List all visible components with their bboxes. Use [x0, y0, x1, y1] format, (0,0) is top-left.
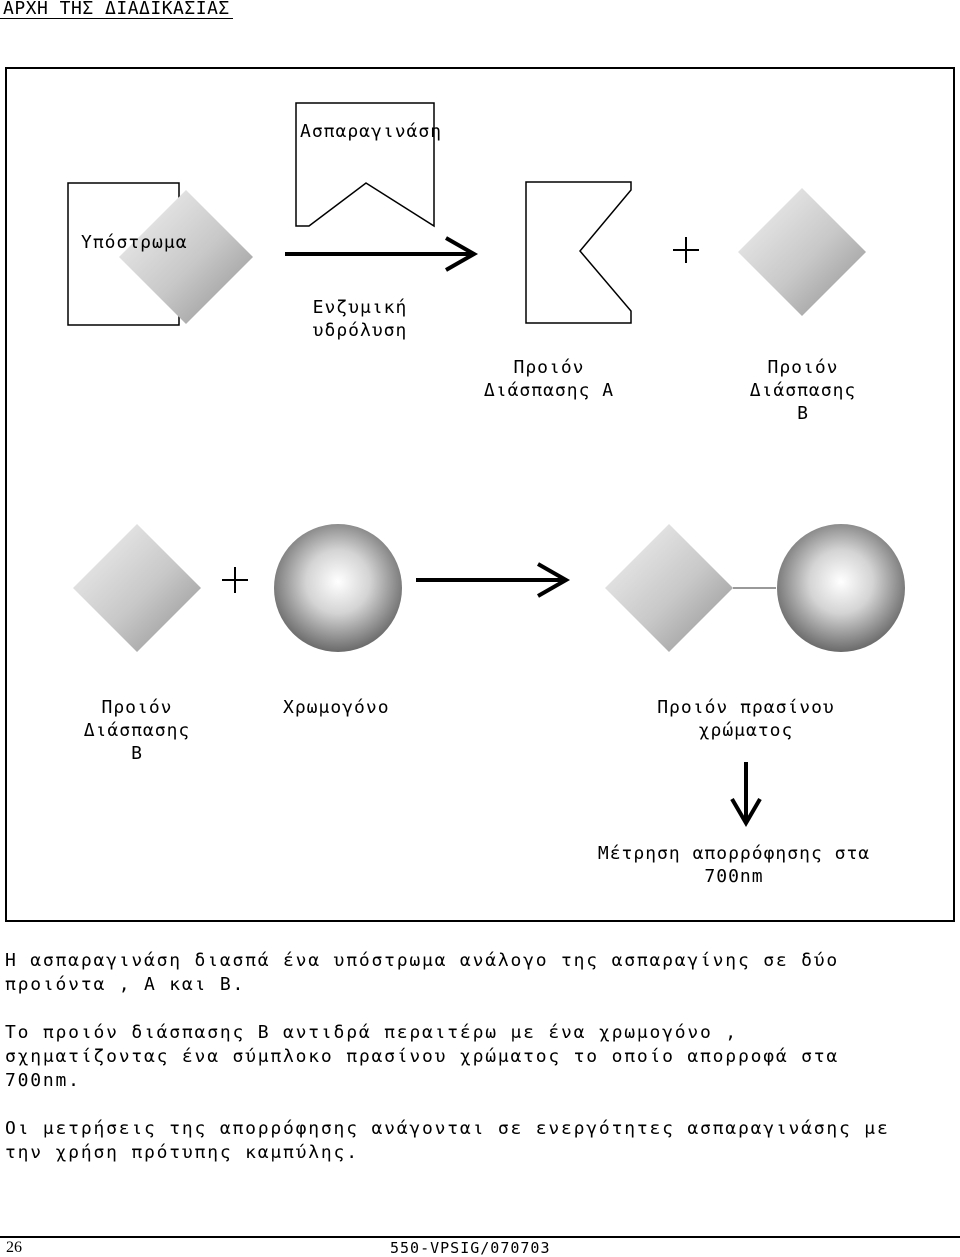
product-a-label: Προιόν Διάσπασης Α	[466, 356, 632, 402]
measurement-label: Μέτρηση απορρόφησης στα 700nm	[574, 842, 894, 888]
product-a-label-line-1: Προιόν	[513, 357, 585, 378]
product-b-label-line-1: Προιόν	[767, 357, 839, 378]
chromogen-sphere-shape	[274, 524, 402, 652]
reaction-arrow-head	[537, 562, 571, 598]
complex-sphere-shape	[777, 524, 905, 652]
product-a-label-line-2: Διάσπασης Α	[483, 380, 615, 401]
chromogen-label: Χρωμογόνο	[283, 697, 390, 718]
enzyme-shape	[295, 102, 435, 228]
hydrolysis-label-line-1: Ενζυμική	[312, 297, 408, 318]
green-product-label-line-1: Προιόν πρασίνου	[657, 697, 835, 718]
enzyme-label: Ασπαραγινάση	[300, 121, 443, 142]
product-b-label-line-3: Β	[797, 403, 809, 424]
substrate-label: Υπόστρωμα	[81, 232, 188, 253]
product-b-label-line-2: Διάσπασης	[749, 380, 857, 401]
diagram-frame	[5, 67, 955, 922]
measurement-label-line-1: Μέτρηση απορρόφησης στα	[597, 843, 871, 864]
green-product-label: Προιόν πρασίνου χρώματος	[640, 696, 852, 742]
paragraph-2: Το προιόν διάσπασης Β αντιδρά περαιτέρω …	[5, 1022, 840, 1091]
product-b-label-row2-line-2: Διάσπασης	[83, 720, 191, 741]
complex-diamond-shape	[605, 524, 733, 652]
page-heading: ΑΡΧΗ ΤΗΣ ΔΙΑΔΙΚΑΣΙΑΣ	[0, 0, 233, 19]
paragraph-1: Η ασπαραγινάση διασπά ένα υπόστρωμα ανάλ…	[5, 950, 840, 995]
green-product-label-line-2: χρώματος	[698, 720, 794, 741]
substrate-diamond-shape	[119, 190, 253, 324]
product-b-label-row2-line-3: Β	[131, 743, 143, 764]
product-b-label-row2: Προιόν Διάσπασης Β	[70, 696, 204, 765]
product-b-label: Προιόν Διάσπασης Β	[736, 356, 870, 425]
document-code: 550-VPSIG/070703	[390, 1239, 551, 1257]
hydrolysis-label-line-2: υδρόλυση	[312, 320, 408, 341]
product-a-shape	[525, 181, 632, 324]
paragraph-3: Οι μετρήσεις της απορρόφησης ανάγονται σ…	[5, 1118, 890, 1163]
hydrolysis-label: Ενζυμική υδρόλυση	[290, 296, 430, 342]
measurement-label-line-2: 700nm	[704, 866, 764, 887]
measurement-arrow-head	[730, 797, 762, 827]
product-b-diamond-shape-2	[73, 524, 201, 652]
footer-rule	[0, 1236, 960, 1238]
page-number: 26	[6, 1239, 22, 1256]
product-b-label-row2-line-1: Προιόν	[101, 697, 173, 718]
product-b-diamond-shape	[738, 188, 866, 316]
hydrolysis-arrow-head	[445, 236, 479, 272]
